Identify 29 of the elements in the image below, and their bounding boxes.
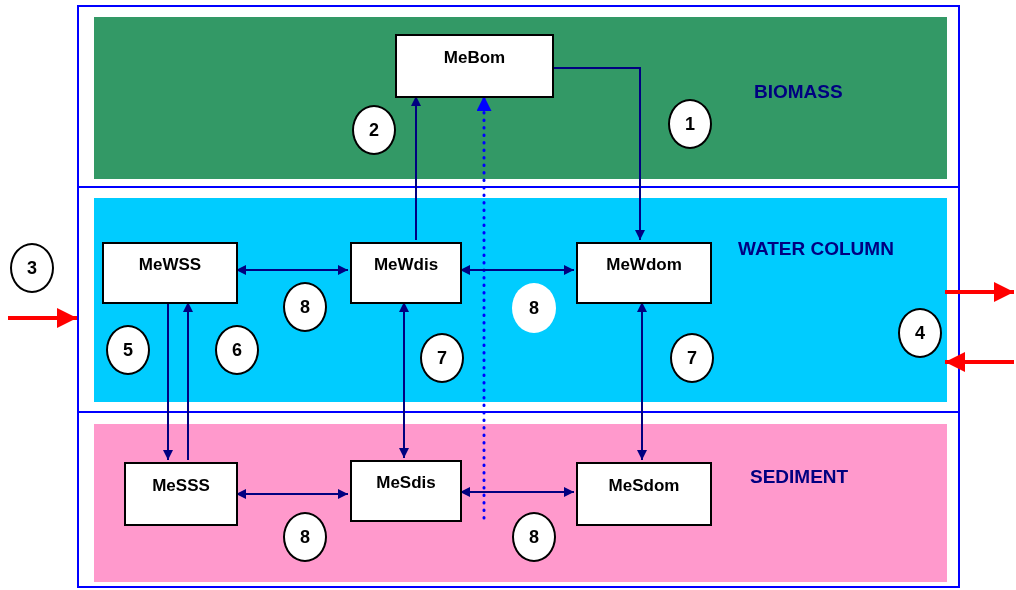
number-circle: 7 [420, 333, 464, 383]
layer-band [94, 424, 947, 582]
process-box: MeSSS [124, 462, 238, 526]
number-circle: 6 [215, 325, 259, 375]
number-circle: 4 [898, 308, 942, 358]
process-box: MeWdis [350, 242, 462, 304]
number-circle: 8 [283, 512, 327, 562]
process-box: MeWSS [102, 242, 238, 304]
number-circle: 8 [283, 282, 327, 332]
number-circle: 8 [512, 283, 556, 333]
arrow [945, 282, 1014, 302]
number-circle: 1 [668, 99, 712, 149]
layer-label: SEDIMENT [750, 466, 849, 488]
arrow [945, 352, 1014, 372]
layer-label: BIOMASS [754, 81, 843, 103]
process-box: MeBom [395, 34, 554, 98]
arrow [8, 308, 77, 328]
number-circle: 7 [670, 333, 714, 383]
layer-band [94, 198, 947, 402]
layer-label: WATER COLUMN [738, 238, 894, 260]
process-box: MeSdom [576, 462, 712, 526]
number-circle: 3 [10, 243, 54, 293]
process-box: MeSdis [350, 460, 462, 522]
diagram-frame [77, 5, 960, 588]
process-box: MeWdom [576, 242, 712, 304]
number-circle: 5 [106, 325, 150, 375]
layer-band [94, 17, 947, 179]
number-circle: 8 [512, 512, 556, 562]
number-circle: 2 [352, 105, 396, 155]
